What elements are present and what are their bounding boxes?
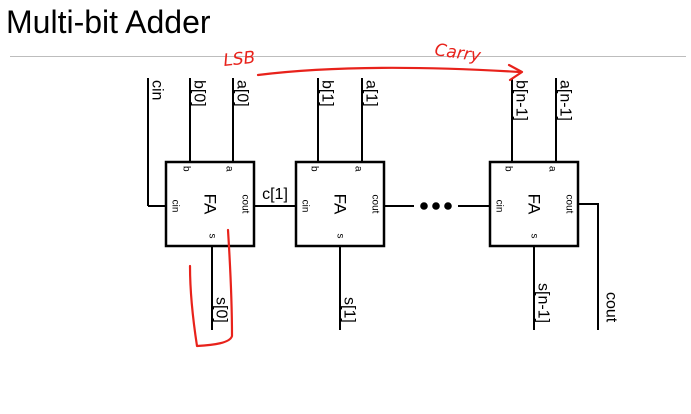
pin-label-cout: cout — [370, 195, 381, 214]
signal-label-a0: a[0] — [234, 80, 251, 107]
annotation-carry: Carry — [433, 40, 483, 66]
title-divider — [10, 56, 686, 57]
signal-label-c1: c[1] — [262, 186, 288, 203]
pin-label-b: b — [309, 166, 320, 172]
pin-label-cin: cin — [300, 200, 311, 213]
pin-label-a: a — [224, 166, 235, 172]
signal-label-sn1: s[n-1] — [535, 283, 552, 323]
pin-label-cout: cout — [240, 195, 251, 214]
signal-label-bn1: b[n-1] — [513, 80, 530, 121]
full-adder-box — [294, 160, 386, 248]
pin-label-b: b — [181, 166, 192, 172]
pin-label-s: s — [207, 234, 218, 239]
ellipsis-dots — [420, 202, 452, 210]
pin-label-a: a — [353, 166, 364, 172]
full-adder-stage-0: FA b a cin cout s — [147, 78, 256, 330]
full-adder-box — [164, 160, 256, 248]
pin-label-cout: cout — [564, 195, 575, 214]
pin-label-cin: cin — [494, 200, 505, 213]
signal-label-an1: a[n-1] — [557, 80, 574, 121]
carry-arrowhead — [507, 63, 524, 82]
signal-label-s1: s[1] — [341, 297, 358, 323]
signal-label-b0: b[0] — [191, 80, 208, 107]
carry-arrow — [256, 66, 522, 77]
signal-label-s0: s[0] — [213, 297, 230, 323]
full-adder-box — [488, 160, 580, 248]
annotation-lsb: LSB — [222, 48, 256, 71]
signal-label-a1: a[1] — [363, 80, 380, 107]
signal-label-cout: cout — [603, 292, 620, 323]
signal-label-b1: b[1] — [319, 80, 336, 107]
wire-cout-output — [578, 203, 599, 330]
full-adder-stage-n-1: FA b a cin cout s — [488, 78, 599, 330]
pin-label-a: a — [547, 166, 558, 172]
pin-label-s: s — [529, 234, 540, 239]
fa-label: FA — [201, 194, 220, 215]
fa-label: FA — [525, 194, 544, 215]
pin-label-s: s — [335, 234, 346, 239]
lsb-bracket — [188, 228, 234, 348]
fa-label: FA — [331, 194, 350, 215]
signal-label-cin: cin — [149, 80, 166, 100]
pin-label-b: b — [503, 166, 514, 172]
pin-label-cin: cin — [170, 200, 181, 213]
full-adder-stage-1: FA b a cin cout s — [254, 78, 490, 330]
slide-title: Multi-bit Adder — [6, 4, 211, 40]
